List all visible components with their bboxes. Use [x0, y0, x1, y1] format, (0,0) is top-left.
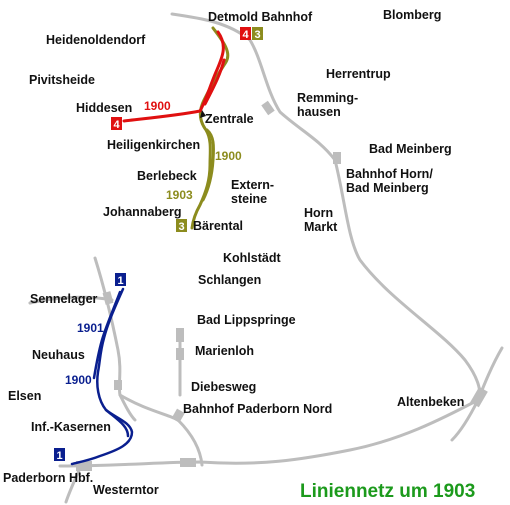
line-3-track-b: [201, 128, 215, 202]
station-paderborn-nord: [171, 408, 185, 423]
year-line3-heiligenkirchen: 1900: [215, 149, 242, 163]
line-badge-4-detmold-text: 4: [242, 29, 249, 41]
label-paderborn-hbf: Paderborn Hbf.: [3, 471, 93, 485]
station-paderborn-east: [180, 458, 196, 467]
label-johannaberg: Johannaberg: [103, 205, 182, 219]
label-bahnhof-paderborn-nord: Bahnhof Paderborn Nord: [183, 402, 332, 416]
line-badge-1-sennelager: 1: [115, 273, 126, 287]
year-line3-johannaberg: 1903: [166, 188, 193, 202]
label-hiddesen: Hiddesen: [76, 101, 132, 115]
label-horn-2: Markt: [304, 220, 338, 234]
label-herrentrup: Herrentrup: [326, 67, 391, 81]
year-line1-neuhaus: 1900: [65, 373, 92, 387]
line-4-track-b: [203, 58, 226, 106]
railway-paderborn-altenbeken: [58, 398, 480, 468]
label-heidenoldendorf: Heidenoldendorf: [46, 33, 146, 47]
place-labels: Detmold Bahnhof Blomberg Heidenoldendorf…: [3, 8, 464, 497]
tram-line-4: [122, 30, 226, 123]
label-blomberg: Blomberg: [383, 8, 441, 22]
station-sennelager: [102, 291, 114, 305]
railway-diebesweg-junction: [118, 393, 137, 422]
label-bahnhof-horn-1: Bahnhof Horn/: [346, 167, 433, 181]
label-berlebeck: Berlebeck: [137, 169, 197, 183]
line-badge-3-detmold: 3: [252, 27, 263, 41]
map-title: Liniennetz um 1903: [300, 481, 475, 502]
line-badge-3-baerental-text: 3: [178, 221, 184, 233]
label-diebesweg: Diebesweg: [191, 380, 256, 394]
line-1-track-b: [92, 290, 122, 380]
label-altenbeken: Altenbeken: [397, 395, 464, 409]
year-line4-hiddesen: 1900: [144, 99, 171, 113]
label-schlangen: Schlangen: [198, 273, 261, 287]
label-bad-lippspringe: Bad Lippspringe: [197, 313, 296, 327]
label-sennelager: Sennelager: [30, 292, 98, 306]
label-pivitsheide: Pivitsheide: [29, 73, 95, 87]
station-horn-bad-meinberg: [333, 152, 341, 164]
station-markers: [76, 100, 488, 471]
label-westerntor: Westerntor: [93, 483, 159, 497]
label-externsteine-1: Extern-: [231, 178, 274, 192]
label-detmold-bahnhof: Detmold Bahnhof: [208, 10, 313, 24]
station-paderborn-hbf: [76, 461, 92, 471]
station-bad-lippspringe: [176, 328, 184, 342]
station-elsen-junction: [114, 380, 122, 390]
label-externsteine-2: steine: [231, 192, 267, 206]
label-zentrale: Zentrale: [205, 112, 254, 126]
label-neuhaus: Neuhaus: [32, 348, 85, 362]
tram-line-1: [70, 287, 134, 466]
label-bahnhof-horn-2: Bad Meinberg: [346, 181, 429, 195]
year-line1-sennelager: 1901: [77, 321, 104, 335]
station-remminghausen: [261, 100, 275, 116]
line-badge-4-hiddesen-text: 4: [113, 119, 120, 131]
label-inf-kasernen: Inf.-Kasernen: [31, 420, 111, 434]
tram-line-3: [190, 26, 230, 230]
line-1-track-c: [104, 408, 130, 438]
line-badge-4-hiddesen: 4: [111, 117, 122, 131]
zentrale-marker: [200, 110, 206, 118]
label-remminghausen-2: hausen: [297, 105, 341, 119]
label-remminghausen-1: Remming-: [297, 91, 358, 105]
station-marienloh: [176, 348, 184, 360]
line-badge-3-baerental: 3: [176, 219, 187, 233]
label-elsen: Elsen: [8, 389, 41, 403]
line-badge-1-paderborn: 1: [54, 448, 65, 462]
railway-paderborn-bielefeld: [28, 296, 57, 305]
station-altenbeken: [470, 386, 488, 408]
label-horn-1: Horn: [304, 206, 333, 220]
railway-sennelager-paderborn: [93, 256, 204, 467]
label-kohlstaedt: Kohlstädt: [223, 251, 281, 265]
line-badge-1-sennelager-text: 1: [117, 275, 123, 287]
line-badge-4-detmold: 4: [240, 27, 251, 41]
line-badge-1-paderborn-text: 1: [56, 450, 62, 462]
label-heiligenkirchen: Heiligenkirchen: [107, 138, 200, 152]
label-bad-meinberg: Bad Meinberg: [369, 142, 452, 156]
line-4-track-a: [122, 30, 225, 123]
label-baerental: Bärental: [193, 219, 243, 233]
line-badge-3-detmold-text: 3: [254, 29, 260, 41]
label-marienloh: Marienloh: [195, 344, 254, 358]
